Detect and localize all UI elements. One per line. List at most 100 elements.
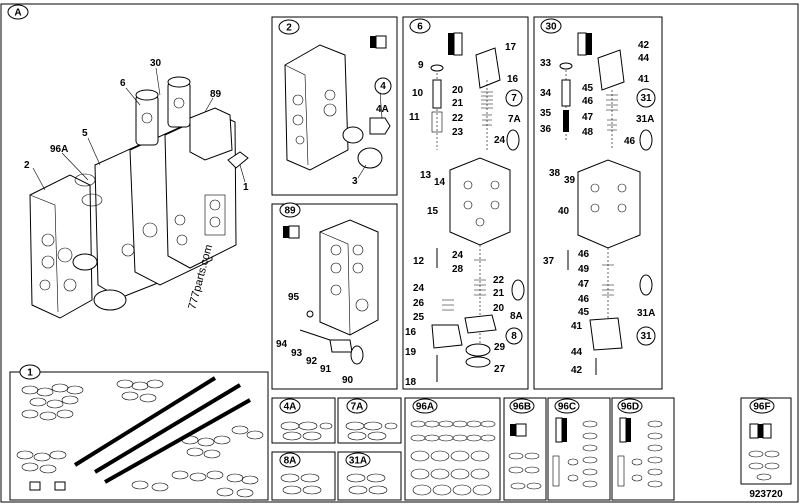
callout-89: 89 (210, 89, 222, 100)
kit-96f-title: 96F (753, 402, 770, 413)
callout-7: 7 (511, 93, 517, 104)
callout-12: 12 (413, 256, 425, 267)
callout-18: 18 (405, 377, 417, 388)
kit-31a-title: 31A (349, 456, 367, 467)
drawing-number: 923720 (749, 489, 783, 500)
kit-1: 1 (9, 364, 269, 501)
callout-29: 29 (494, 342, 506, 353)
callout-49: 49 (578, 264, 590, 275)
callout-46-c: 46 (578, 249, 590, 260)
callout-9: 9 (418, 60, 424, 71)
kit-96c-title: 96C (558, 402, 576, 413)
callout-7a: 7A (508, 114, 521, 125)
callout-96a: 96A (50, 144, 68, 155)
callout-36: 36 (540, 124, 552, 135)
callout-33: 33 (540, 58, 552, 69)
kit-96d-title: 96D (621, 402, 639, 413)
callout-19: 19 (405, 347, 417, 358)
callout-42: 42 (638, 40, 650, 51)
kit-8a: 8A (271, 451, 336, 501)
panel-2: 2 4 4A 3 (271, 16, 398, 196)
callout-25: 25 (413, 312, 425, 323)
callout-8a: 8A (510, 311, 523, 322)
kit-31a: 31A (337, 451, 402, 501)
callout-34: 34 (540, 88, 552, 99)
callout-31: 31 (640, 93, 652, 104)
callout-45-b: 45 (578, 307, 590, 318)
callout-30: 30 (150, 58, 162, 69)
callout-11: 11 (409, 112, 420, 123)
callout-15: 15 (427, 206, 439, 217)
kit-96a-title: 96A (416, 402, 434, 413)
callout-31a-b: 31A (637, 308, 655, 319)
callout-27: 27 (494, 364, 506, 375)
panel-30: 30 42 44 33 41 34 45 46 35 47 36 48 31 3… (533, 16, 663, 390)
main-valve-assembly: 777parts.com 30 89 6 96A 5 2 1 (24, 58, 249, 319)
callout-90: 90 (342, 375, 354, 386)
callout-42-b: 42 (571, 365, 583, 376)
callout-1: 1 (243, 182, 249, 193)
section-marker: A (7, 4, 29, 20)
kit-7a-title: 7A (351, 402, 364, 413)
callout-44-b: 44 (571, 347, 583, 358)
sheet-border (0, 3, 799, 503)
callout-3: 3 (352, 176, 358, 187)
panel-6: 6 17 9 16 10 20 21 22 1 (402, 16, 529, 390)
panel-89-title: 89 (284, 206, 296, 217)
callout-8: 8 (511, 331, 517, 342)
callout-46-b: 46 (624, 136, 636, 147)
kit-4a: 4A (271, 397, 336, 444)
panel-30-title: 30 (545, 22, 557, 33)
callout-48: 48 (582, 127, 594, 138)
panel-2-title: 2 (286, 23, 292, 34)
callout-23: 23 (452, 127, 464, 138)
kit-1-title: 1 (27, 368, 33, 379)
kit-96a: 96A (404, 397, 501, 501)
callout-92: 92 (306, 356, 318, 367)
callout-41: 41 (638, 74, 650, 85)
callout-21-lower: 21 (493, 288, 505, 299)
callout-17: 17 (505, 42, 517, 53)
callout-91: 91 (320, 364, 332, 375)
panel-89: 89 95 94 93 92 91 90 (271, 202, 398, 390)
callout-46-d: 46 (578, 294, 590, 305)
callout-35: 35 (540, 108, 552, 119)
callout-47: 47 (582, 112, 594, 123)
callout-38: 38 (549, 168, 561, 179)
callout-24-left: 24 (413, 283, 425, 294)
callout-2: 2 (24, 160, 30, 171)
kit-96b-title: 96B (513, 402, 531, 413)
callout-5: 5 (82, 128, 88, 139)
callout-14: 14 (434, 177, 446, 188)
callout-22: 22 (452, 113, 464, 124)
callout-4: 4 (380, 81, 386, 92)
callout-24: 24 (494, 135, 506, 146)
callout-10: 10 (412, 88, 424, 99)
callout-13: 13 (420, 170, 432, 181)
callout-6: 6 (120, 78, 126, 89)
kit-96b: 96B (503, 397, 547, 501)
callout-46: 46 (582, 96, 594, 107)
callout-39: 39 (564, 175, 576, 186)
callout-26: 26 (413, 298, 425, 309)
callout-94: 94 (276, 339, 288, 350)
callout-16: 16 (507, 74, 519, 85)
kit-96c: 96C (547, 397, 611, 501)
callout-93: 93 (291, 348, 303, 359)
panel-6-title: 6 (417, 22, 423, 33)
section-letter: A (14, 8, 21, 19)
kit-8a-title: 8A (284, 456, 297, 467)
callout-40: 40 (558, 206, 570, 217)
callout-95: 95 (288, 292, 300, 303)
callout-4a: 4A (376, 104, 389, 115)
kit-7a: 7A (337, 397, 402, 444)
callout-47-b: 47 (578, 279, 590, 290)
callout-22-lower: 22 (493, 275, 505, 286)
callout-20: 20 (452, 85, 464, 96)
callout-28: 28 (452, 264, 464, 275)
callout-20-lower: 20 (493, 303, 505, 314)
callout-37: 37 (543, 256, 555, 267)
callout-31-b: 31 (640, 331, 652, 342)
kit-96f: 96F 923720 (740, 397, 792, 500)
